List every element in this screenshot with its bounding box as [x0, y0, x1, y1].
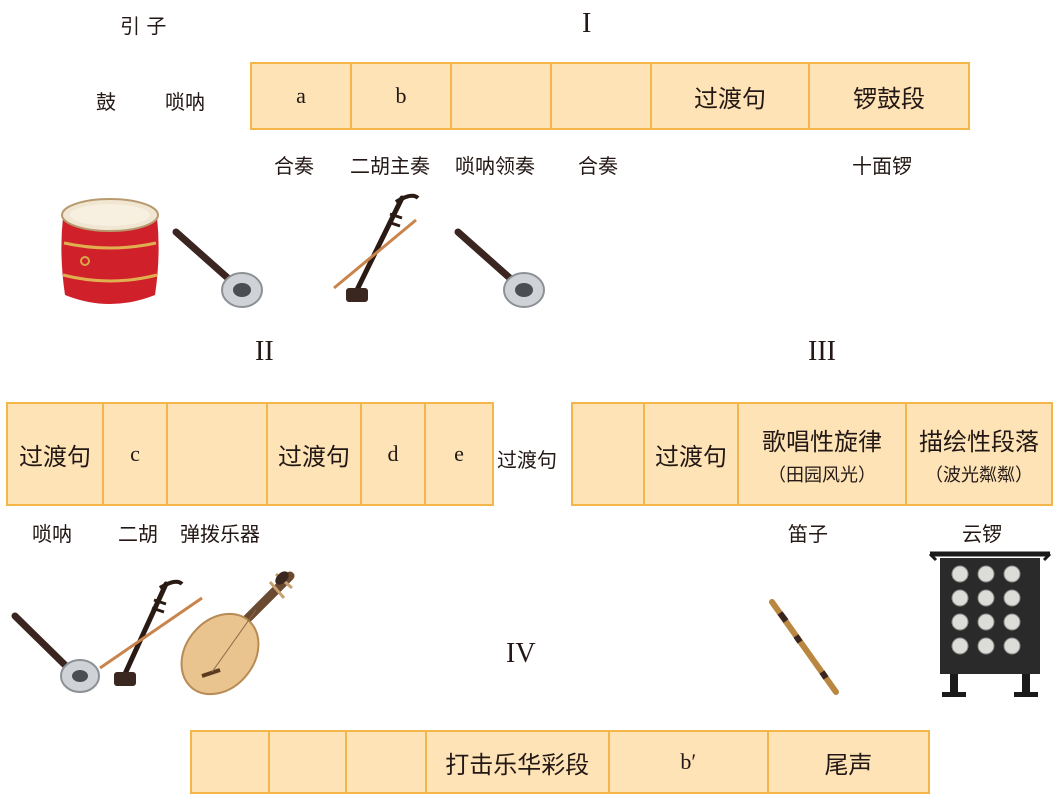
section-1-cell-4 — [552, 64, 652, 128]
suona-illustration-3 — [11, 612, 100, 693]
section-2-instrument-2: 二胡 — [118, 522, 158, 546]
section-3-cell-transition-main: 过渡句 — [655, 442, 727, 471]
section-2-cell-d: d — [362, 404, 426, 504]
section-3-cell-transition: 过渡句 — [645, 404, 739, 504]
section-3-cell-descriptive-main: 描绘性段落 — [919, 427, 1039, 456]
section-4-cell-2 — [270, 732, 348, 792]
yunluo-illustration — [928, 551, 1052, 697]
section-2-instrument-1: 唢呐 — [32, 522, 72, 546]
section-numeral-3: III — [808, 336, 836, 367]
section-3-instrument-1: 笛子 — [788, 522, 828, 546]
section-3-cell-descriptive: 描绘性段落 （波光粼粼） — [907, 404, 1051, 504]
section-4-cell-b-prime: b′ — [610, 732, 769, 792]
section-numeral-2: II — [255, 336, 274, 367]
section-3-cell-lyrical-main: 歌唱性旋律 — [762, 427, 882, 456]
section-1-structure-row: a b 过渡句 锣鼓段 — [250, 62, 970, 130]
pipa-illustration — [180, 571, 295, 696]
section-2-instrument-3: 弹拨乐器 — [180, 522, 260, 546]
section-1-cell-b: b — [352, 64, 452, 128]
section-1-instrument-4: 合奏 — [578, 154, 618, 178]
section-1-cell-a: a — [252, 64, 352, 128]
dizi-illustration — [769, 599, 839, 695]
section-2-structure-row: 过渡句 c 过渡句 d e — [6, 402, 494, 506]
section-2-cell-e: e — [454, 441, 464, 466]
section-3-cell-1 — [573, 404, 645, 504]
suona-illustration-2 — [454, 228, 545, 308]
section-4-cell-percussion: 打击乐华彩段 — [427, 732, 610, 792]
section-2-cell-3 — [168, 404, 268, 504]
section-2-cell-transition-1: 过渡句 — [8, 404, 104, 504]
between-transition-label: 过渡句 — [497, 448, 557, 472]
intro-instrument-drum: 鼓 — [96, 90, 116, 114]
intro-instrument-suona: 唢呐 — [165, 90, 205, 114]
section-2-cell-transition-2: 过渡句 — [268, 404, 362, 504]
drum-illustration — [61, 198, 159, 304]
section-1-instrument-5: 十面锣 — [852, 154, 912, 178]
section-1-instrument-2: 二胡主奏 — [350, 154, 430, 178]
section-3-cell-lyrical-sub: （田园风光） — [768, 464, 876, 486]
intro-label: 引 子 — [120, 14, 167, 38]
section-3-instrument-2: 云锣 — [962, 522, 1002, 546]
section-3-structure-row: 过渡句 歌唱性旋律 （田园风光） 描绘性段落 （波光粼粼） — [571, 402, 1053, 506]
suona-illustration — [172, 228, 263, 308]
section-1-cell-gong-drum: 锣鼓段 — [853, 84, 925, 113]
section-1-instrument-3: 唢呐领奏 — [455, 154, 535, 178]
section-1-cell-transition: 过渡句 — [652, 64, 810, 128]
section-1-cell-3 — [452, 64, 552, 128]
section-numeral-1: I — [582, 8, 592, 39]
section-4-structure-row: 打击乐华彩段 b′ 尾声 — [190, 730, 930, 794]
section-1-instrument-1: 合奏 — [274, 154, 314, 178]
erhu-illustration-2 — [99, 579, 203, 686]
section-3-cell-descriptive-sub: （波光粼粼） — [925, 464, 1033, 486]
section-4-cell-1 — [192, 732, 270, 792]
section-2-cell-c: c — [104, 404, 168, 504]
erhu-illustration — [333, 193, 420, 302]
section-4-cell-3 — [347, 732, 427, 792]
section-4-cell-coda: 尾声 — [824, 750, 873, 779]
section-3-cell-lyrical: 歌唱性旋律 （田园风光） — [739, 404, 907, 504]
section-numeral-4: IV — [506, 638, 536, 669]
